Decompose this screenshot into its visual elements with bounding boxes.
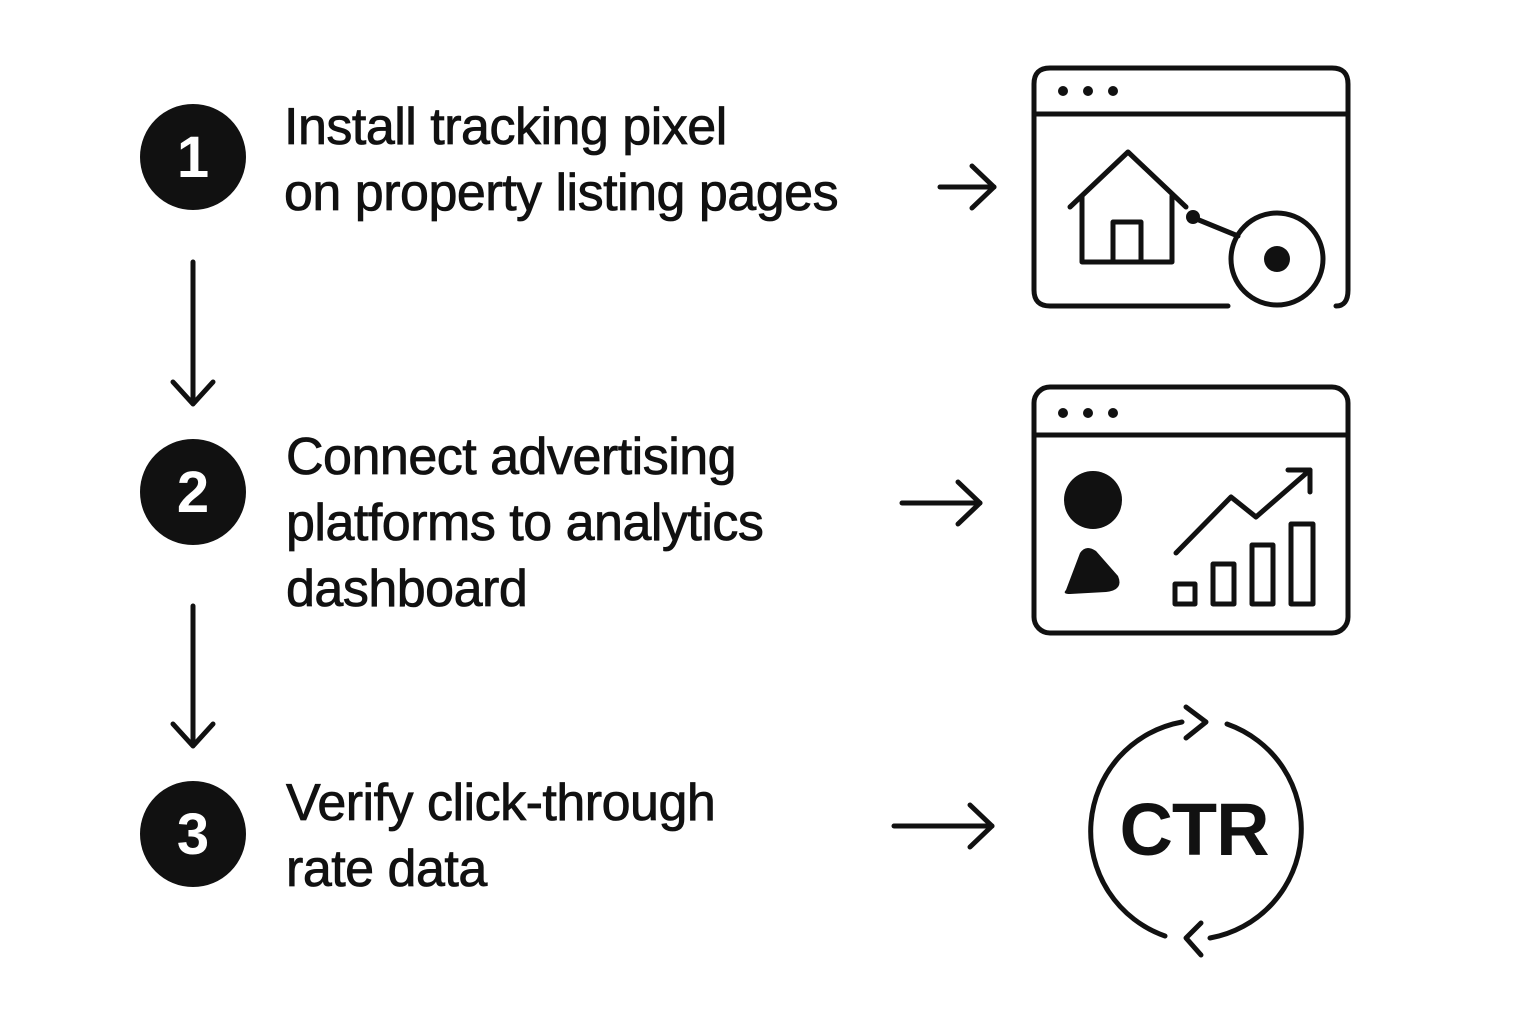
cycle-arc-right — [1207, 721, 1304, 941]
browser-house-target-icon — [1031, 65, 1351, 309]
step-2-line-3: dashboard — [286, 560, 529, 619]
window-dot-icon — [1108, 408, 1118, 418]
cycle-arc-left — [1088, 719, 1185, 939]
browser-analytics-dashboard-icon — [1031, 384, 1351, 636]
window-dot-icon — [1083, 408, 1093, 418]
step-2-badge: 2 — [140, 439, 246, 545]
trend-up-arrow-icon — [1173, 467, 1313, 556]
step-3-line-2: rate data — [286, 840, 488, 899]
step-2-line-2: platforms to analytics — [286, 494, 765, 553]
connector-line — [1191, 215, 1241, 239]
window-dot-icon — [1108, 86, 1118, 96]
target-icon — [1228, 210, 1326, 308]
down-arrow-icon — [170, 603, 216, 749]
step-1-text: Install tracking pixel on property listi… — [284, 94, 839, 226]
ctr-refresh-cycle-icon — [1088, 704, 1304, 958]
right-arrow-icon — [891, 802, 995, 850]
step-3-line-1: Verify click-through — [286, 774, 717, 833]
bar-chart-icon — [1172, 521, 1316, 607]
connector-dot-icon — [1186, 210, 1200, 224]
right-arrow-icon — [937, 163, 997, 211]
step-2-text: Connect advertising platforms to analyti… — [286, 424, 765, 622]
step-1-line-2: on property listing pages — [284, 164, 839, 223]
window-dot-icon — [1083, 86, 1093, 96]
window-dot-icon — [1058, 86, 1068, 96]
step-3-text: Verify click-through rate data — [286, 770, 717, 902]
window-dot-icon — [1058, 408, 1068, 418]
ctr-label: CTR — [1119, 788, 1269, 871]
right-arrow-icon — [899, 479, 983, 527]
step-3-badge: 3 — [140, 781, 246, 887]
down-arrow-icon — [170, 259, 216, 407]
step-1-badge: 1 — [140, 104, 246, 210]
step-2-line-1: Connect advertising — [286, 428, 737, 487]
user-avatar-icon — [1064, 471, 1122, 594]
house-icon — [1067, 149, 1189, 265]
step-1-line-1: Install tracking pixel — [284, 98, 728, 157]
